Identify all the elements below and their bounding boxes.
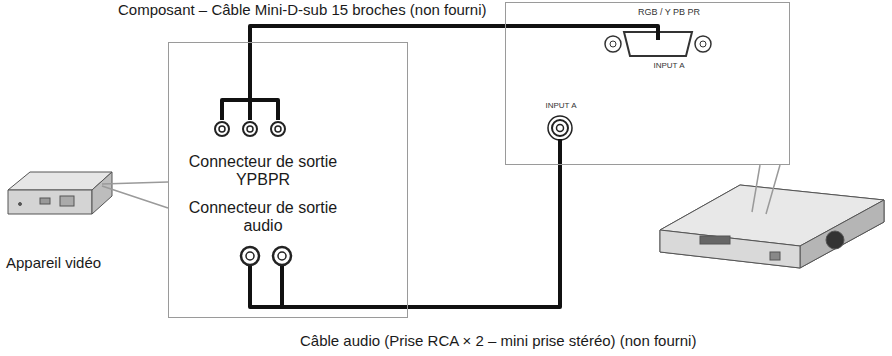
audio-jacks	[241, 247, 291, 265]
video-device	[8, 172, 112, 214]
connector-panel: Connecteur de sortie YPBPR Connecteur de …	[168, 42, 408, 318]
component-cable	[222, 42, 278, 120]
audio-cable	[250, 266, 408, 307]
port-label: INPUT A	[634, 61, 704, 70]
connector-label: Connecteur de sortie YPBPR	[183, 153, 343, 190]
cable-label: Câble audio (Prise RCA × 2 – mini prise …	[300, 332, 696, 349]
device-label: Appareil vidéo	[6, 254, 101, 271]
projector	[660, 185, 884, 268]
input-panel: RGB / Y PB PR INPUT A INPUT A	[505, 2, 790, 165]
leader-line	[102, 182, 168, 208]
audio-input-jack	[548, 116, 572, 140]
component-cable	[250, 26, 505, 42]
rca-jacks	[215, 122, 285, 136]
cable-label: Composant – Câble Mini-D-sub 15 broches …	[118, 1, 487, 18]
port-label: INPUT A	[536, 101, 586, 110]
port-label: RGB / Y PB PR	[614, 7, 724, 17]
audio-cable	[408, 165, 560, 307]
component-cable	[505, 26, 658, 40]
leader-line	[752, 165, 780, 214]
audio-cable	[558, 139, 562, 165]
connector-label: Connecteur de sortie audio	[183, 199, 343, 236]
